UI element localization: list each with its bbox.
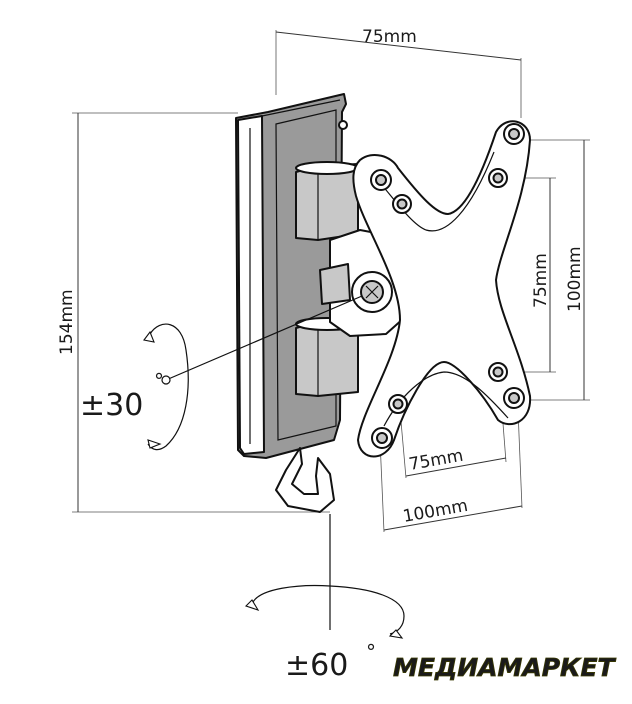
- vesa-hole-tl-inner: [392, 194, 412, 214]
- vesa-hole-bl-inner: [388, 394, 408, 414]
- dim-right-100: 100mm: [522, 139, 590, 401]
- dim-top-label: 75mm: [362, 27, 417, 47]
- brand-logo: МЕДИАМАРКЕТ: [393, 653, 617, 683]
- swivel-indicator: ±60 °: [244, 514, 405, 683]
- dim-left-154: 154mm: [57, 112, 330, 513]
- dim-right-75: 75mm: [500, 177, 556, 373]
- brand-logo-text: МЕДИАМАРКЕТ: [393, 653, 617, 682]
- swivel-arrow-left-icon: [244, 599, 260, 611]
- hinge-upper: [295, 161, 359, 241]
- dim-right-inner-label: 75mm: [531, 253, 551, 308]
- vesa-hole-tl: [370, 169, 392, 191]
- vesa-hole-tr-inner: [488, 168, 508, 188]
- dim-right-outer-label: 100mm: [565, 246, 585, 312]
- vesa-hole-br: [503, 387, 525, 409]
- swivel-arrow-right-icon: [388, 629, 404, 639]
- swivel-degree: °: [366, 640, 376, 664]
- vesa-hole-br-inner: [488, 362, 508, 382]
- tilt-arrow-bottom-icon: [147, 439, 162, 449]
- tilt-degree: °: [154, 369, 164, 393]
- swivel-label: ±60: [285, 648, 348, 683]
- tilt-indicator: ±30 °: [80, 295, 363, 451]
- vesa-plate: [352, 120, 532, 458]
- tilt-arrow-top-icon: [143, 330, 155, 343]
- dim-left-label: 154mm: [57, 289, 77, 355]
- vesa-hole-bl: [371, 427, 393, 449]
- dim-bottom-outer-label: 100mm: [401, 496, 469, 527]
- dim-top-75: 75mm: [275, 27, 522, 118]
- vesa-hole-tr: [503, 123, 525, 145]
- tilt-label: ±30: [80, 388, 143, 423]
